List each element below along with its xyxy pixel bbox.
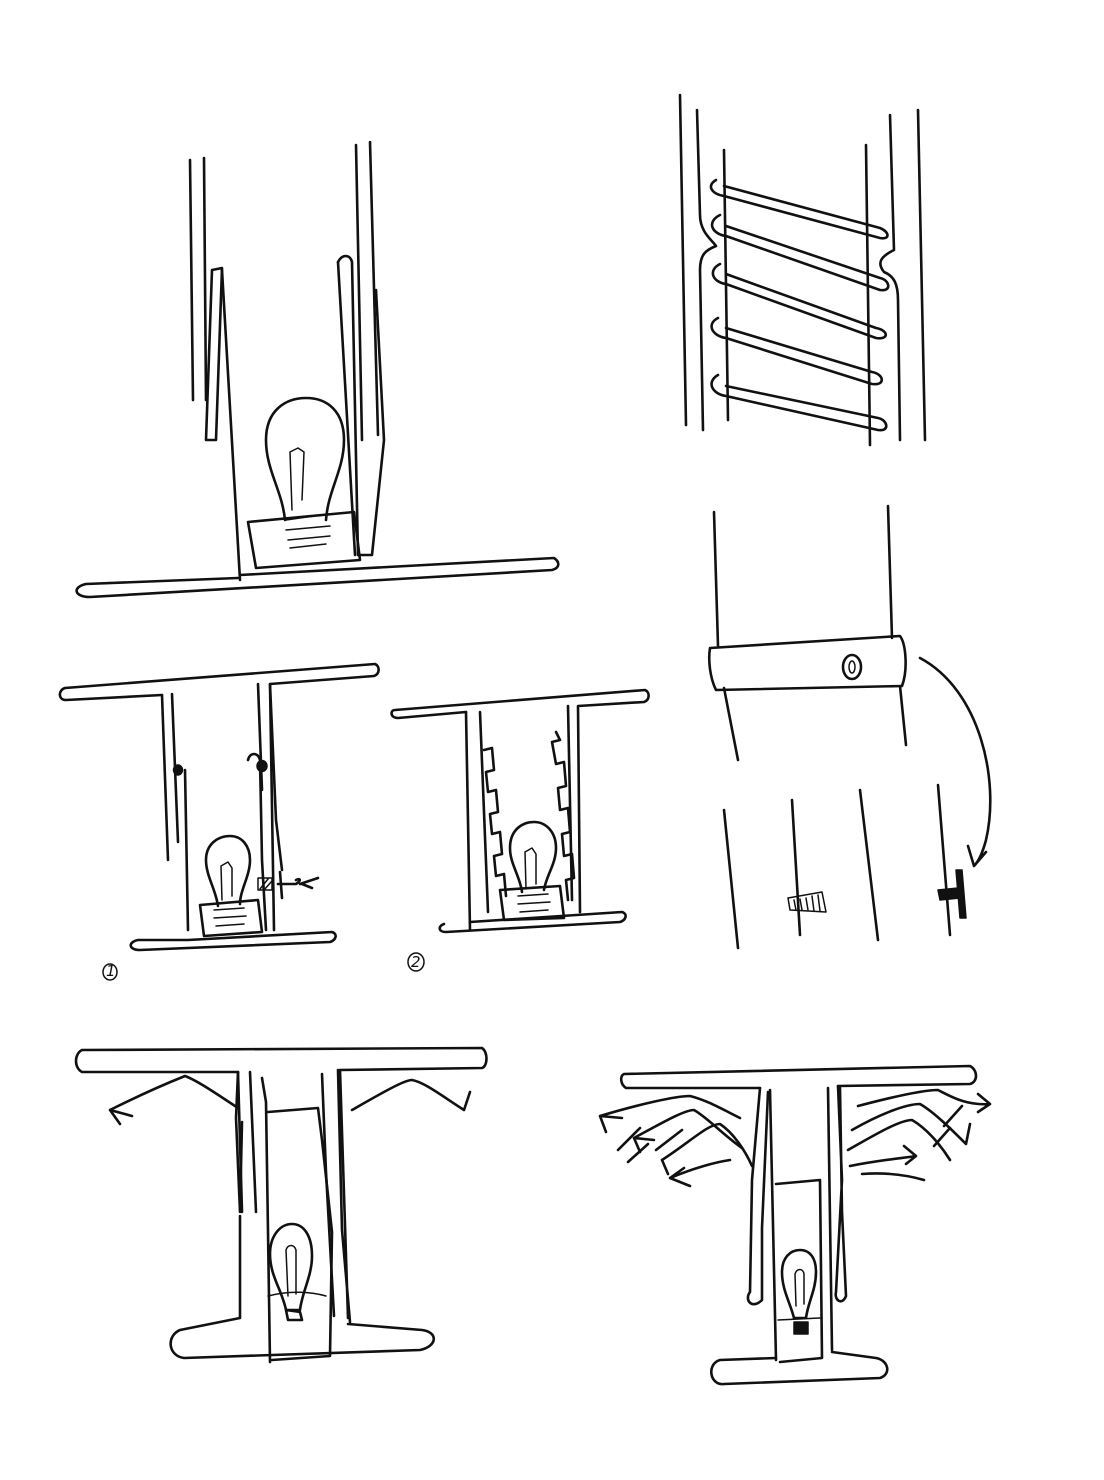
bulb-icon — [264, 396, 346, 549]
bulb-icon — [508, 820, 558, 913]
sketch-one-pins: 1 — [58, 662, 380, 981]
large-t-inner-sleeve — [266, 1106, 334, 1362]
arrow-icon — [298, 876, 320, 890]
sketch-two-top-bar — [390, 688, 650, 914]
large-t-top-bar — [74, 1046, 488, 1074]
spiral-inner-right-wall — [879, 113, 902, 442]
ratchet-teeth-left — [482, 746, 508, 898]
knob-icon — [841, 653, 863, 681]
sketch-one-base — [129, 930, 337, 952]
sketch-one-top-bar — [58, 662, 380, 932]
bulb-icon — [204, 834, 252, 927]
outer-tube-left-wall — [188, 156, 208, 402]
spread-t-column-left — [746, 1086, 770, 1306]
pin-dot-icon — [256, 759, 268, 773]
spread-t-top-bar — [619, 1064, 978, 1090]
sketch-two-label: 2 — [411, 953, 421, 971]
ratchet-teeth-right — [550, 730, 576, 902]
spread-t-column-inner-left — [768, 1088, 778, 1362]
curved-arrow-icon — [918, 656, 992, 868]
large-t-column-left-a — [236, 1070, 258, 1214]
fan-fins-right-icon — [846, 1088, 992, 1182]
inner-column-right — [336, 260, 357, 557]
pin-dot-icon — [172, 764, 184, 776]
piece-wall-4 — [936, 783, 952, 937]
sketch-bulb-in-tube — [75, 140, 560, 599]
large-t-column-right — [336, 1068, 352, 1324]
push-pin-icon — [276, 870, 302, 900]
hatched-wedge-icon — [787, 891, 827, 913]
inner-column-left — [220, 268, 242, 582]
sleeve-right — [336, 254, 386, 557]
sketch-two-column-right — [566, 704, 574, 902]
sketch-one-label: 1 — [106, 962, 116, 980]
large-t-base — [169, 1214, 436, 1360]
piece-wall-1 — [722, 808, 740, 950]
band-tube-left — [712, 510, 740, 762]
spread-t-column-right — [834, 1084, 848, 1303]
piece-wall-2 — [790, 798, 802, 937]
sketch-band-knob — [707, 504, 992, 950]
spread-t-inner-sleeve — [774, 1178, 824, 1364]
spread-t-column-inner-right — [826, 1086, 834, 1352]
sketch-one-label-circle — [102, 963, 118, 981]
sketch-two-base — [438, 910, 627, 934]
spiral-outer-left-wall — [678, 93, 688, 427]
sketch-two-label-circle — [407, 952, 425, 972]
bulb-icon — [267, 1222, 327, 1322]
large-t-column-inner-left — [260, 1076, 272, 1364]
sketch-one-inner-wall-right — [246, 752, 268, 932]
spiral-coils — [709, 178, 890, 432]
sketch-two-column-left — [464, 710, 490, 932]
dark-pin-icon — [937, 869, 967, 919]
spread-t-base — [710, 1350, 889, 1386]
sketch-one-socket — [198, 898, 264, 938]
band-tube-right — [886, 504, 908, 747]
sketch-large-t-fins — [74, 1046, 488, 1364]
piece-wall-3 — [858, 788, 880, 942]
right-fin-icon — [350, 1078, 472, 1112]
sketch-one-column-left — [160, 692, 180, 862]
spiral-outer-right-wall — [916, 108, 927, 442]
bulb-icon — [777, 1248, 821, 1335]
band-ring — [707, 634, 907, 692]
socket-block — [246, 510, 362, 570]
sketch-one-inner-wall-left — [183, 768, 190, 932]
fan-fins-left-icon — [598, 1094, 754, 1188]
sleeve-left — [204, 266, 224, 442]
outer-tube-right-wall — [354, 140, 380, 442]
base-plate — [75, 556, 560, 599]
sketch-two-socket — [498, 884, 566, 922]
spiral-inner-left-wall — [695, 108, 718, 432]
left-fin-icon — [108, 1074, 240, 1126]
sketch-spiral-tube — [678, 93, 927, 447]
sketch-t-spreading-fins — [598, 1064, 992, 1386]
spiral-core-right — [864, 143, 872, 447]
sketch-two-ratchet: 2 — [390, 688, 650, 972]
